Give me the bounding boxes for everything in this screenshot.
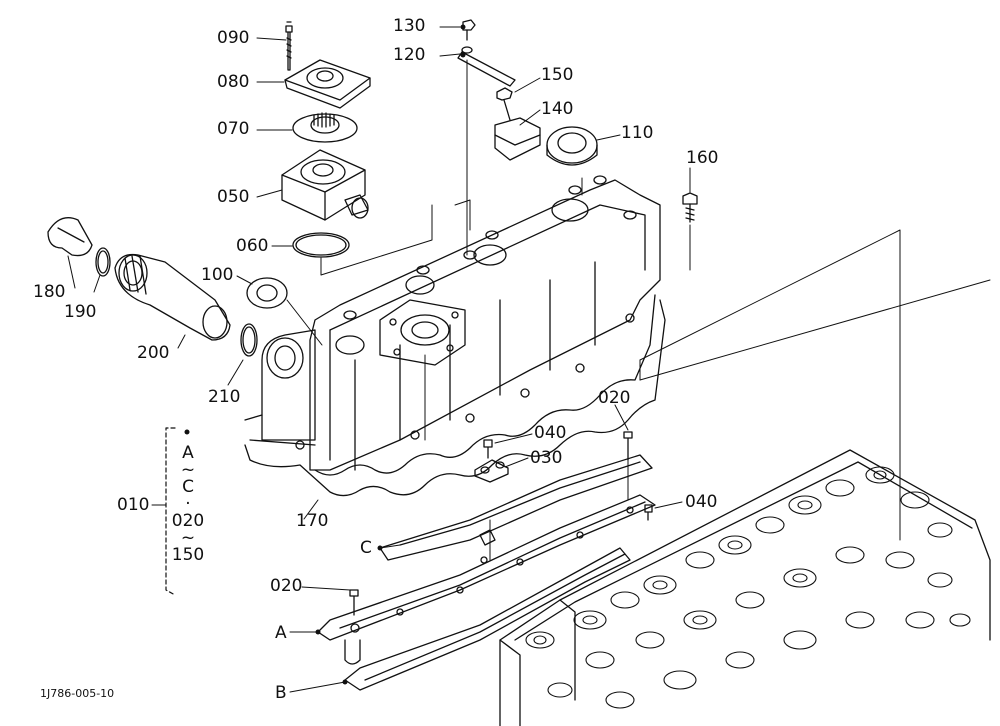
range-from: A	[182, 443, 194, 463]
part-label-020-bottom: 020	[270, 576, 303, 596]
part-label-190: 190	[64, 302, 97, 322]
part-label-090: 090	[217, 28, 250, 48]
part-label-110: 110	[621, 123, 654, 143]
part-label-130: 130	[393, 16, 426, 36]
part-label-030: 030	[530, 448, 563, 468]
breather-assembly-drawing	[281, 21, 371, 258]
ref-letter-a: A	[275, 623, 287, 643]
oil-filler-drawing	[47, 217, 288, 357]
range-mid: C	[182, 477, 194, 497]
range-tilde-2: ~	[180, 528, 196, 548]
part-label-180: 180	[33, 282, 66, 302]
ref-letter-c: C	[360, 538, 372, 558]
range-tilde-1: ~	[180, 460, 196, 480]
part-label-150: 150	[541, 65, 574, 85]
part-label-040-top: 040	[534, 423, 567, 443]
part-label-080: 080	[217, 72, 250, 92]
cover-gasket-drawing	[244, 299, 666, 497]
part-label-170: 170	[296, 511, 329, 531]
reference-dots	[184, 24, 466, 685]
part-label-200: 200	[137, 343, 170, 363]
part-label-020-top: 020	[598, 388, 631, 408]
bracket-drawing	[457, 19, 698, 223]
part-label-040-right: 040	[685, 492, 718, 512]
part-label-160: 160	[686, 148, 719, 168]
range-from-2: 020	[171, 511, 205, 531]
ref-letter-b: B	[275, 683, 287, 703]
lower-gaskets-drawing	[317, 431, 656, 691]
leader-lines	[67, 26, 991, 693]
figure-code: 1J786-005-10	[40, 687, 115, 700]
valve-cover-drawing	[244, 175, 661, 476]
range-to: 150	[171, 545, 205, 565]
range-bracket: A ~ C · 020 ~ 150	[166, 445, 210, 564]
range-dot: ·	[185, 494, 191, 514]
part-label-210: 210	[208, 387, 241, 407]
part-label-010: 010	[117, 495, 150, 515]
cylinder-head-drawing	[499, 449, 991, 726]
part-label-120: 120	[393, 45, 426, 65]
part-label-050: 050	[217, 187, 250, 207]
range-bracket-line	[165, 427, 176, 596]
part-label-100: 100	[201, 265, 234, 285]
part-label-140: 140	[541, 99, 574, 119]
part-label-060: 060	[236, 236, 269, 256]
part-label-070: 070	[217, 119, 250, 139]
